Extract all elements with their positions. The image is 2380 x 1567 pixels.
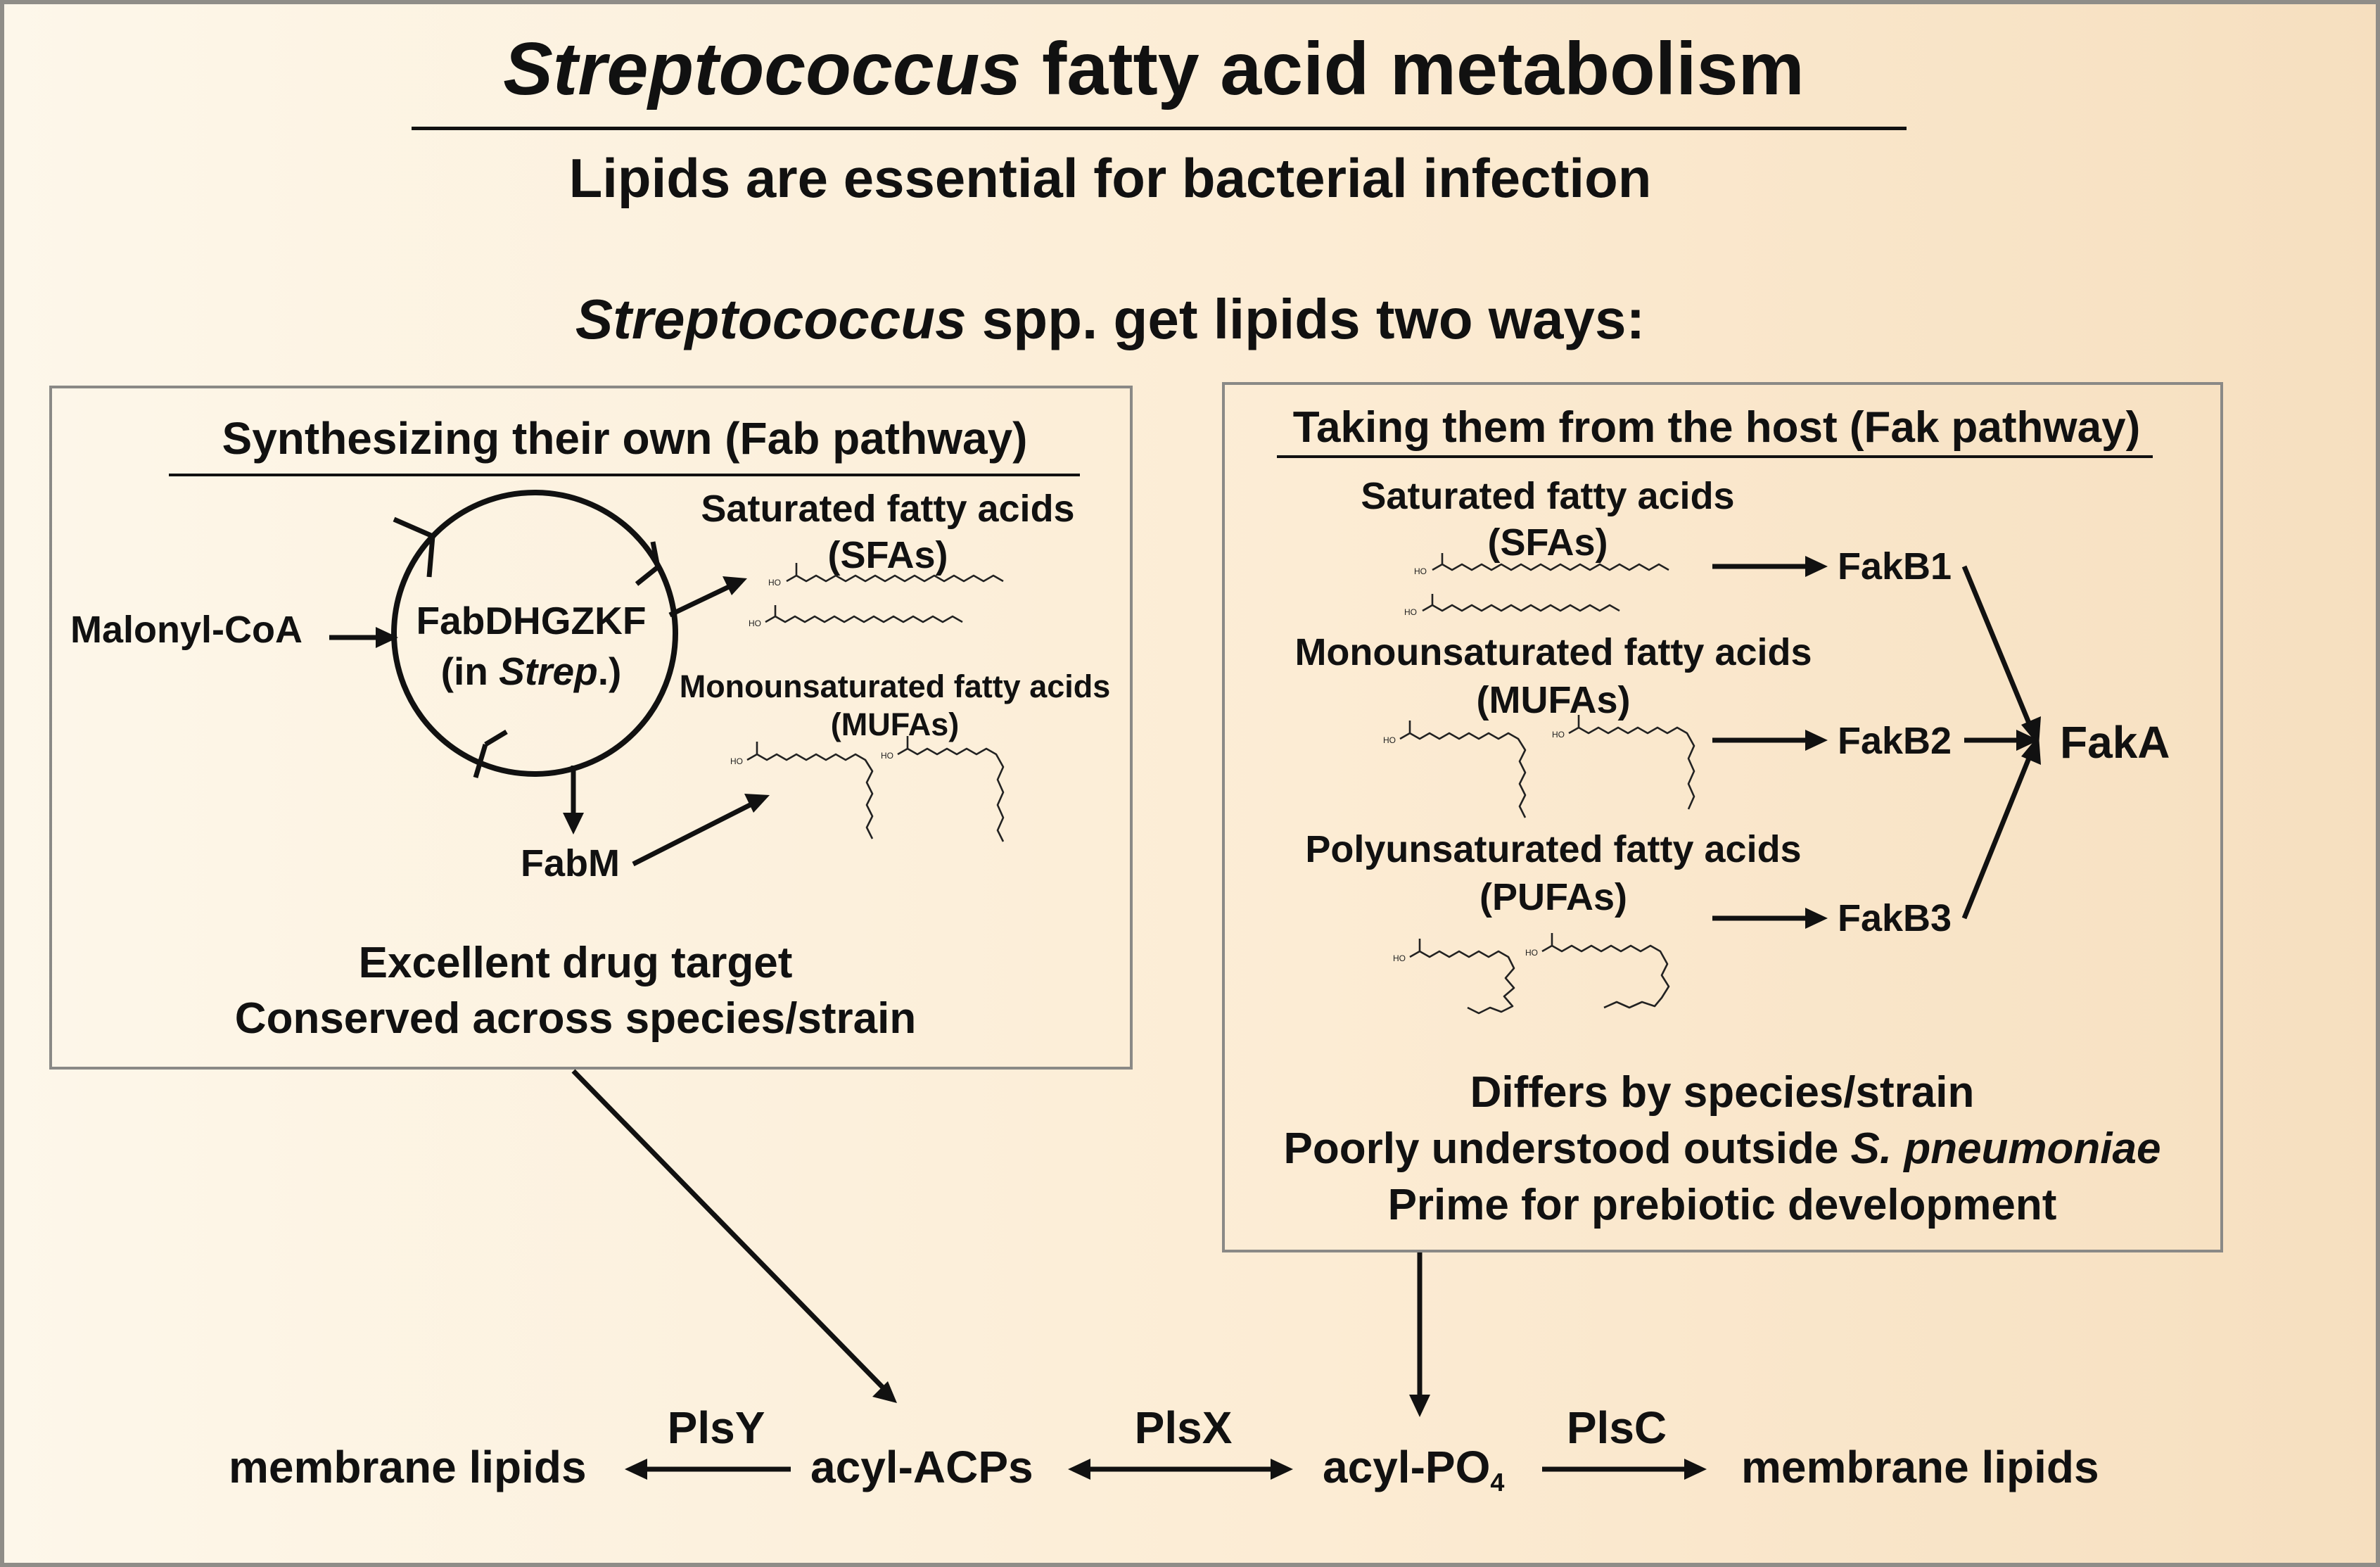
section-subheading: Streptococcus spp. get lipids two ways:: [575, 287, 1645, 352]
fab-cycle-label-enzymes: FabDHGZKF: [416, 599, 647, 642]
fab-arrows: [329, 576, 770, 867]
fak-note-prebiotic: Prime for prebiotic development: [1387, 1181, 2057, 1229]
fab-sfa-ho-1: HO: [768, 578, 781, 588]
subheading-rest: spp. get lipids two ways:: [966, 288, 1646, 350]
page-title: Streptococcus fatty acid metabolism: [503, 27, 1805, 112]
fak-mufa-label: Monounsaturated fatty acids: [1294, 631, 1812, 673]
fak-heading-underline: [1277, 455, 2153, 458]
title-genus: Streptococcus: [503, 27, 1022, 110]
fab-note-conserved: Conserved across species/strain: [234, 994, 917, 1043]
page-subtitle: Lipids are essential for bacterial infec…: [568, 147, 1652, 209]
malonyl-coa-label: Malonyl-CoA: [70, 609, 303, 651]
fab-heading-underline: [169, 474, 1080, 476]
fabm-label: FabM: [521, 842, 620, 884]
fak-mufa-molecules: HO HO: [1383, 715, 1695, 818]
fab-note-drug-target: Excellent drug target: [358, 939, 793, 987]
fak-sfa-label: Saturated fatty acids: [1361, 475, 1735, 517]
plsc-label: PlsC: [1566, 1402, 1667, 1453]
acyl-po4-label: acyl-PO4: [1323, 1442, 1505, 1497]
fak-mufa-ho-2: HO: [1552, 730, 1565, 740]
fak-pathway-box: [1222, 382, 2223, 1252]
faka-label: FakA: [2060, 717, 2170, 768]
fak-mufa-abbrev: (MUFAs): [1476, 679, 1631, 721]
fak-pufa-label: Polyunsaturated fatty acids: [1305, 828, 1802, 870]
bottom-flow-arrows: [625, 1459, 1707, 1480]
subheading-genus: Streptococcus: [575, 288, 967, 350]
membrane-lipids-right: membrane lipids: [1741, 1442, 2099, 1492]
fab-mufa-label: Monounsaturated fatty acids: [679, 668, 1111, 704]
fab-heading: Synthesizing their own (Fab pathway): [222, 413, 1028, 464]
fab-cycle-barbs: [393, 516, 661, 778]
title-underline: [412, 127, 1907, 130]
fak-sfa-molecules: HO HO: [1404, 553, 1669, 617]
fab-sfa-label: Saturated fatty acids: [701, 488, 1075, 530]
fab-pathway-box: [49, 386, 1133, 1070]
fab-sfa-abbrev: (SFAs): [827, 534, 948, 576]
fak-heading: Taking them from the host (Fak pathway): [1292, 403, 2141, 452]
fak-pufa-ho-2: HO: [1525, 948, 1538, 958]
membrane-lipids-left: membrane lipids: [229, 1442, 587, 1492]
fab-sfa-ho-2: HO: [749, 618, 761, 628]
fab-cycle-label-organism: (in Strep.): [440, 649, 622, 693]
s-pneumoniae-italic: S. pneumoniae: [1850, 1124, 2161, 1173]
fab-mufa-abbrev: (MUFAs): [830, 706, 960, 742]
fab-sfa-molecules: HO HO: [749, 563, 1004, 628]
pathway-to-product-arrows: [571, 1069, 1430, 1417]
fak-sfa-abbrev: (SFAs): [1487, 521, 1608, 564]
plsy-label: PlsY: [667, 1402, 765, 1453]
fak-note-differs: Differs by species/strain: [1470, 1068, 1975, 1117]
fak-sfa-ho-2: HO: [1404, 607, 1417, 617]
fak-pufa-ho-1: HO: [1393, 953, 1406, 963]
fak-pufa-molecules: HO HO: [1393, 933, 1670, 1015]
fak-mufa-ho-1: HO: [1383, 735, 1396, 745]
strep-italic: Strep: [499, 649, 598, 693]
fakb3-label: FakB3: [1838, 897, 1952, 939]
fab-mufa-ho-2: HO: [881, 751, 893, 761]
fak-pufa-abbrev: (PUFAs): [1479, 876, 1628, 918]
plsx-label: PlsX: [1134, 1402, 1233, 1453]
fak-note-poorly-understood: Poorly understood outside S. pneumoniae: [1283, 1124, 2161, 1173]
fak-sfa-ho-1: HO: [1414, 566, 1427, 576]
title-rest: fatty acid metabolism: [1021, 27, 1805, 110]
acyl-acps-label: acyl-ACPs: [810, 1442, 1033, 1492]
fab-mufa-ho-1: HO: [730, 756, 743, 766]
fakb1-label: FakB1: [1838, 545, 1952, 588]
fak-arrows: [1712, 556, 2041, 929]
fab-mufa-molecules: HO HO: [730, 736, 1005, 842]
fab-cycle-circle: [391, 490, 678, 777]
fakb2-label: FakB2: [1838, 720, 1952, 762]
